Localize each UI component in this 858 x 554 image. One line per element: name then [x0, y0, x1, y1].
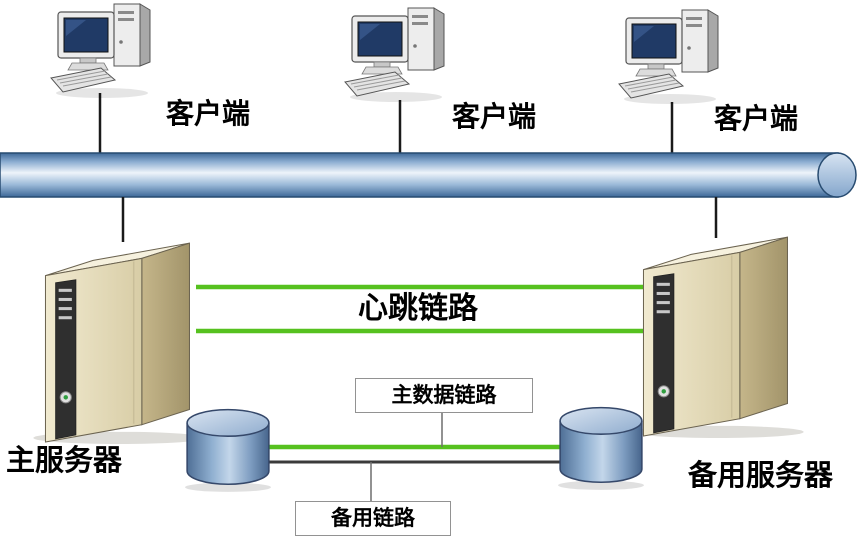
primary-data-link-label-box: 主数据链路: [355, 378, 533, 413]
backup-server-label: 备用服务器: [688, 458, 834, 492]
backup-server-icon: [631, 236, 804, 438]
client3-label: 客户端: [714, 102, 799, 135]
primary-disk-icon: [185, 408, 271, 492]
client2-computer-icon: [344, 7, 445, 102]
client1-computer-icon: [50, 3, 151, 98]
primary-server-icon: [33, 242, 206, 444]
heartbeat-link-label: 心跳链路: [358, 291, 478, 326]
primary-server-label: 主服务器: [6, 443, 123, 477]
client1-label: 客户端: [166, 97, 251, 130]
network-bus: [0, 152, 839, 198]
client3-computer-icon: [618, 9, 719, 104]
tower-icon: [113, 3, 151, 67]
network-bus-endcap: [817, 152, 857, 198]
monitor-icon: [57, 11, 115, 71]
backup-disk-icon: [558, 406, 644, 490]
client2-label: 客户端: [452, 100, 537, 133]
backup-link-label-box: 备用链路: [295, 501, 451, 536]
keyboard-icon: [50, 67, 117, 93]
